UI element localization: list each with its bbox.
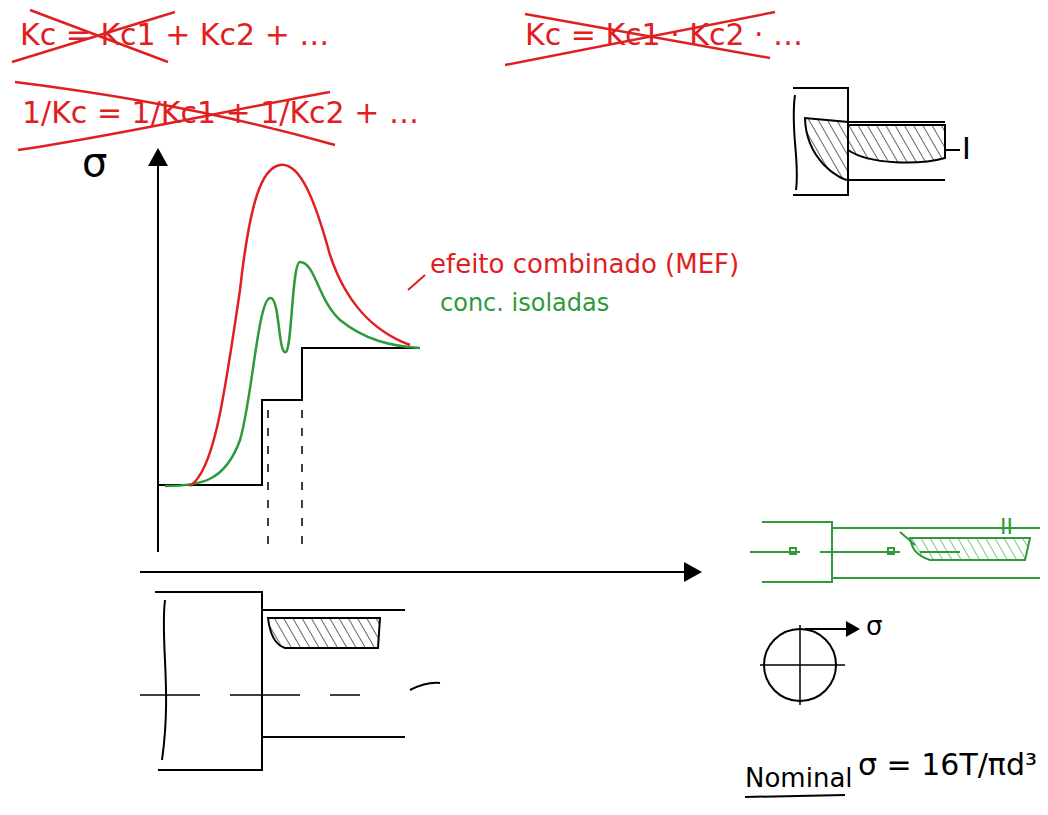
- x-axis: [140, 571, 700, 573]
- isolated-concentration-curve: [165, 262, 420, 486]
- crossed-formula: 1/Kc = 1/Kc1 + 1/Kc2 + …: [22, 96, 419, 129]
- cross-section: [760, 625, 858, 705]
- shaft-fillet-figure: [793, 88, 960, 195]
- stepped-shaft: [140, 592, 440, 770]
- crossed-formula: Kc = Kc1 + Kc2 + …: [20, 18, 329, 51]
- formula: σ = 16T/πd³: [858, 748, 1037, 781]
- crossed-formula: Kc = Kc1 · Kc2 · …: [525, 18, 803, 51]
- combined-effect-curve: [190, 165, 410, 486]
- shaft-groove-figure: [750, 522, 1040, 582]
- stress-symbol: σ: [866, 612, 882, 641]
- curve-label: conc. isoladas: [440, 290, 609, 316]
- y-axis: [157, 150, 159, 552]
- dashed-guide: [268, 410, 302, 550]
- underline: [745, 795, 845, 797]
- figure-number: I: [962, 132, 971, 165]
- axis-label: σ: [82, 140, 107, 184]
- nominal-stress-line: [158, 348, 420, 485]
- curve-label: efeito combinado (MEF): [430, 250, 739, 279]
- leader-line: [408, 275, 425, 290]
- note: Nominal: [745, 764, 853, 793]
- figure-number: II: [1000, 515, 1013, 539]
